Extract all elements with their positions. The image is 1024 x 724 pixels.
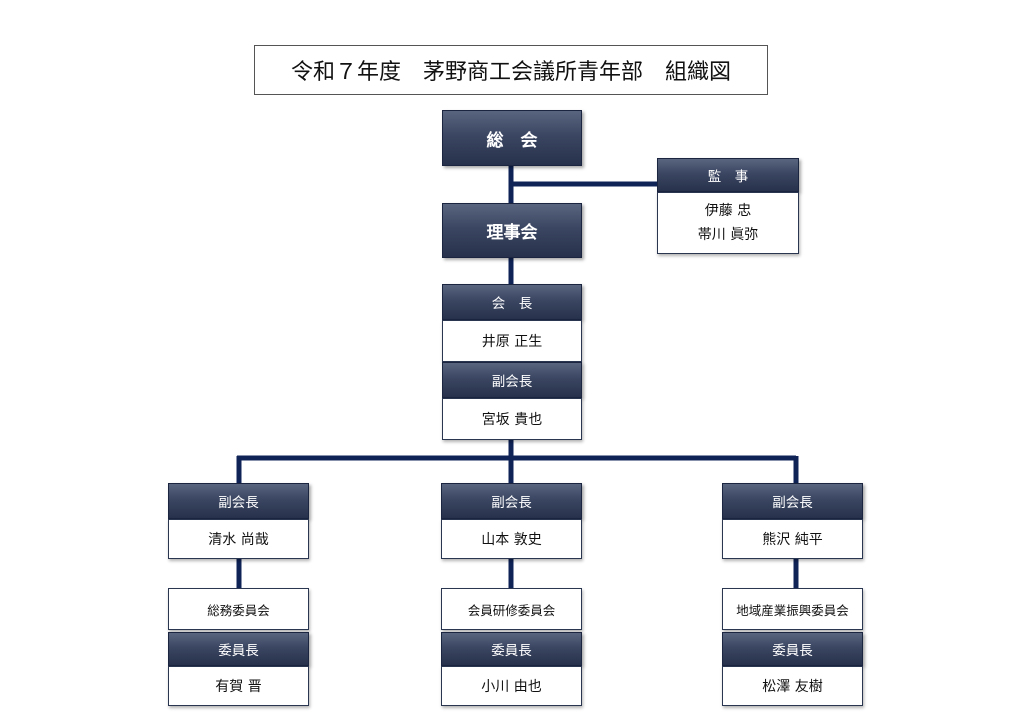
branch-1-vp-header: 副会長 [168, 483, 309, 519]
branch-3-chair-name: 松澤 友樹 [722, 666, 863, 706]
branch-3-committee: 地域産業振興委員会 [722, 588, 863, 630]
branch-3-chair-header: 委員長 [722, 632, 863, 666]
branch-2-committee: 会員研修委員会 [441, 588, 582, 630]
auditor-members: 伊藤 忠 帯川 眞弥 [657, 192, 799, 254]
general-meeting-box: 総 会 [442, 110, 582, 166]
branch-1-chair-name: 有賀 晋 [168, 666, 309, 706]
branch-2-vp-name: 山本 敦史 [441, 519, 582, 559]
branch-2-chair-name: 小川 由也 [441, 666, 582, 706]
branch-2-chair-header: 委員長 [441, 632, 582, 666]
board-box: 理事会 [442, 203, 582, 258]
branch-1-vp-name: 清水 尚哉 [168, 519, 309, 559]
auditor-member-2: 帯川 眞弥 [697, 227, 759, 243]
branch-3-vp-name: 熊沢 純平 [722, 519, 863, 559]
branch-3-vp-header: 副会長 [722, 483, 863, 519]
president-header: 会 長 [442, 284, 582, 320]
branch-1-committee: 総務委員会 [168, 588, 309, 630]
branch-1-chair-header: 委員長 [168, 632, 309, 666]
vice-president-main-name: 宮坂 貴也 [442, 398, 582, 440]
president-name: 井原 正生 [442, 320, 582, 362]
auditor-header: 監 事 [657, 158, 799, 192]
vice-president-main-header: 副会長 [442, 362, 582, 398]
page-title: 令和７年度 茅野商工会議所青年部 組織図 [254, 45, 768, 95]
auditor-member-1: 伊藤 忠 [704, 203, 752, 219]
branch-2-vp-header: 副会長 [441, 483, 582, 519]
